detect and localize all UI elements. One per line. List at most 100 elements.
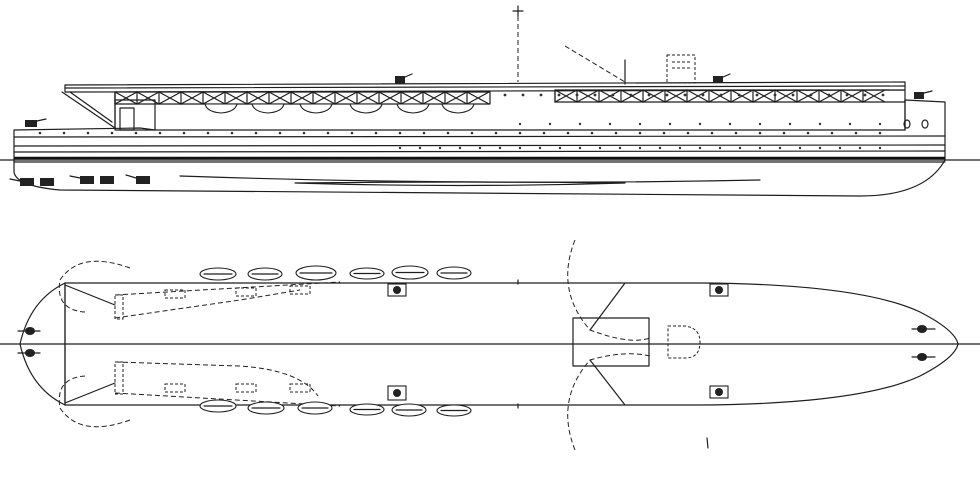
centre-lift (572, 317, 650, 367)
porthole (638, 122, 642, 126)
porthole (422, 131, 426, 135)
deck-gun-mid (713, 73, 731, 83)
porthole (518, 131, 522, 135)
lattice-brace (862, 89, 886, 103)
lattice-brace (818, 89, 842, 103)
porthole (858, 146, 862, 150)
porthole (788, 122, 792, 126)
porthole (698, 146, 702, 150)
porthole (398, 146, 402, 150)
keel-curve (179, 175, 761, 183)
porthole (350, 131, 354, 135)
lattice-brace (444, 91, 468, 105)
plan-boats-port (199, 265, 472, 281)
hangar-lift-stbd-1 (164, 383, 186, 393)
hangar-lift-port-3 (289, 285, 311, 295)
island-outline-dashed (666, 54, 696, 84)
side-boat (441, 103, 475, 114)
porthole (38, 131, 42, 135)
bow-gun-plan-port (17, 327, 41, 335)
porthole (830, 131, 834, 135)
porthole (718, 146, 722, 150)
lattice-brace (202, 91, 226, 105)
gun-tub-port-aft (709, 283, 729, 297)
side-boats-group (204, 103, 475, 114)
island-dashed-plan (667, 325, 701, 359)
porthole (878, 122, 882, 126)
porthole (618, 146, 622, 150)
porthole (206, 131, 210, 135)
lattice-brace (246, 91, 270, 105)
hangar-lift-port-1 (164, 289, 186, 299)
lattice-brace (378, 91, 402, 105)
porthole (878, 131, 882, 135)
lattice-brace (466, 91, 490, 105)
deck-gun-aft (914, 90, 933, 99)
side-boat (396, 103, 430, 114)
stern-hawse (903, 119, 929, 129)
deck-mark-3 (706, 437, 709, 449)
porthole (698, 122, 702, 126)
porthole (575, 93, 579, 97)
porthole (878, 146, 882, 150)
porthole (798, 146, 802, 150)
bow-plan-outline (19, 282, 66, 406)
crane-arc-mid-port (567, 239, 651, 341)
porthole (638, 146, 642, 150)
lattice-brace (312, 91, 336, 105)
porthole (518, 122, 522, 126)
porthole (728, 122, 732, 126)
lattice-brace (356, 91, 380, 105)
lattice-brace (708, 89, 732, 103)
hull-strake-2 (13, 144, 946, 147)
plan-boats-stbd (199, 399, 472, 417)
porthole (647, 93, 651, 97)
hull-strake-3 (13, 150, 946, 153)
gun-tub-stbd-mid (387, 385, 407, 401)
lattice-brace (334, 91, 358, 105)
hangar-lift-port-2 (235, 287, 257, 297)
lattice-brace (136, 91, 160, 105)
bow-gun-plan-stbd (17, 349, 41, 357)
porthole (848, 122, 852, 126)
porthole (278, 131, 282, 135)
porthole (683, 93, 687, 97)
porthole (566, 131, 570, 135)
lattice-brace (840, 89, 864, 103)
porthole (470, 131, 474, 135)
porthole (738, 146, 742, 150)
plan-view (0, 239, 980, 451)
flight-deck-bracket (61, 91, 116, 129)
lattice-brace (554, 89, 578, 103)
crane-arc-mid-stbd (567, 353, 651, 451)
porthole (686, 131, 690, 135)
porthole (638, 131, 642, 135)
bracket-brace (69, 91, 113, 123)
lattice-brace (796, 89, 820, 103)
porthole (62, 131, 66, 135)
porthole (538, 146, 542, 150)
porthole (521, 93, 525, 97)
porthole (737, 93, 741, 97)
lattice-brace (598, 89, 622, 103)
crane-boom-mid-stbd (589, 359, 626, 406)
underwater-bulge (294, 181, 626, 187)
porthole (782, 131, 786, 135)
lattice-brace (290, 91, 314, 105)
side-boat (251, 103, 285, 114)
porthole (791, 93, 795, 97)
lattice-brace (224, 91, 248, 105)
lattice-brace (576, 89, 600, 103)
lattice-brace (752, 89, 776, 103)
porthole (854, 131, 858, 135)
lattice-brace (400, 91, 424, 105)
side-elevation-view (0, 5, 980, 197)
porthole (806, 131, 810, 135)
porthole (230, 131, 234, 135)
hangar-dash-box-fore (114, 294, 124, 320)
crane-jib-dashed (564, 45, 626, 83)
porthole (134, 131, 138, 135)
porthole (478, 146, 482, 150)
lattice-brace (620, 89, 644, 103)
porthole (611, 93, 615, 97)
